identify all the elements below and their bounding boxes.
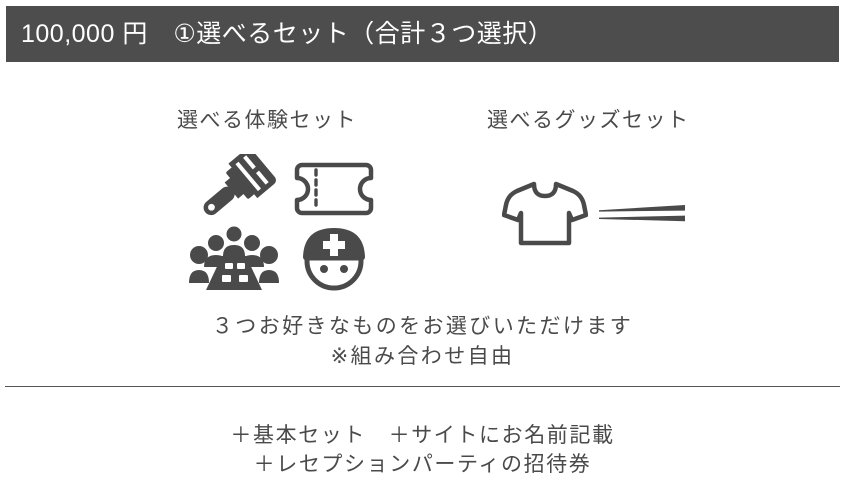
paint-brush-icon [186, 153, 282, 225]
ticket-icon [286, 157, 382, 221]
footer-block: ＋基本セット ＋サイトにお名前記載 ＋レセプションパーティの招待券 [0, 421, 845, 479]
header-bar: 100,000 円 ①選べるセット（合計３つ選択） [6, 6, 839, 62]
description-line-1: ３つお好きなものをお選びいただけます [211, 315, 634, 338]
tshirt-icon [495, 175, 595, 253]
section-title-goods: 選べるグッズセット [487, 109, 690, 132]
goods-icon-grid [495, 175, 695, 255]
group-meeting-icon [186, 223, 282, 293]
footer-line-2: ＋レセプションパーティの招待券 [253, 453, 592, 476]
description-block: ３つお好きなものをお選びいただけます ※組み合わせ自由 [0, 312, 845, 372]
chopsticks-icon [591, 193, 695, 237]
section-divider [5, 386, 840, 387]
description-line-2: ※組み合わせ自由 [330, 345, 515, 368]
page-title: 100,000 円 ①選べるセット（合計３つ選択） [21, 19, 554, 48]
experience-icon-grid [186, 153, 382, 293]
footer-line-1: ＋基本セット ＋サイトにお名前記載 [230, 424, 615, 447]
helmet-face-icon [286, 221, 382, 293]
section-title-experience: 選べる体験セット [177, 109, 357, 132]
